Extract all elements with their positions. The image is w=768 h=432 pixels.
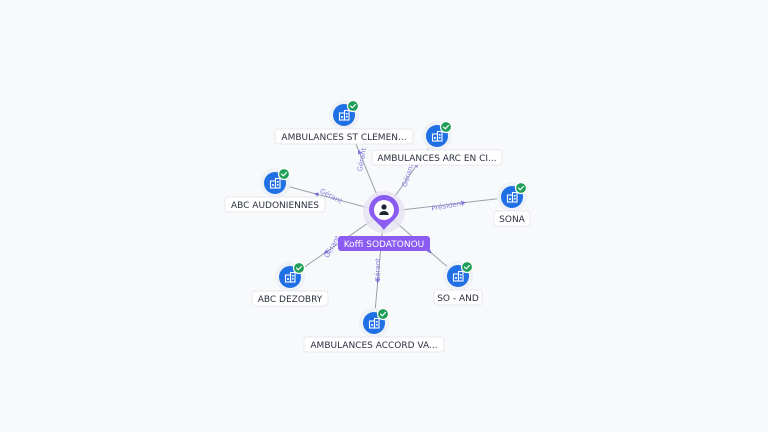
company-node-label: AMBULANCES ACCORD VA... <box>310 341 437 351</box>
edge-arrow <box>313 192 319 197</box>
edge-arrow <box>427 248 433 254</box>
person-node[interactable]: Koffi SODATONOU <box>338 191 430 251</box>
edge-arrow <box>375 278 380 284</box>
company-node[interactable]: ABC AUDONIENNES <box>224 167 326 213</box>
company-node-label: ABC DEZOBRY <box>258 295 323 305</box>
company-icon <box>452 270 464 282</box>
company-icon <box>269 177 281 189</box>
company-icon <box>431 130 443 142</box>
company-icon <box>284 271 296 283</box>
edge-arrow <box>461 200 467 205</box>
edge-relation-label: Président <box>431 199 465 213</box>
company-icon <box>368 317 380 329</box>
person-node-label: Koffi SODATONOU <box>344 240 425 250</box>
company-node-label: AMBULANCES ST CLEMEN... <box>281 133 406 143</box>
verified-check-icon <box>346 99 360 113</box>
company-node[interactable]: SO - AND <box>433 260 483 306</box>
company-node[interactable]: AMBULANCES ACCORD VA... <box>303 307 445 353</box>
verified-check-icon <box>439 120 453 134</box>
company-node[interactable]: ABC DEZOBRY <box>251 261 329 307</box>
edge-relation-label: Gérant <box>374 258 382 282</box>
person-icon <box>379 204 389 215</box>
company-icon <box>338 109 350 121</box>
company-node[interactable]: AMBULANCES ARC EN CI... <box>371 120 503 166</box>
verified-check-icon <box>514 181 528 195</box>
company-node[interactable]: SONA <box>493 181 531 227</box>
verified-check-icon <box>460 260 474 274</box>
edge-arrow <box>323 249 329 255</box>
company-node-label: SONA <box>499 215 526 225</box>
company-node-label: ABC AUDONIENNES <box>231 201 319 211</box>
company-node-label: SO - AND <box>437 294 479 304</box>
verified-check-icon <box>376 307 390 321</box>
edge-arrow <box>358 149 362 155</box>
company-node-label: AMBULANCES ARC EN CI... <box>377 154 496 164</box>
verified-check-icon <box>277 167 291 181</box>
company-icon <box>506 191 518 203</box>
verified-check-icon <box>292 261 306 275</box>
company-node[interactable]: AMBULANCES ST CLEMEN... <box>274 99 414 145</box>
edge-relation-label: Gérant <box>401 162 416 188</box>
